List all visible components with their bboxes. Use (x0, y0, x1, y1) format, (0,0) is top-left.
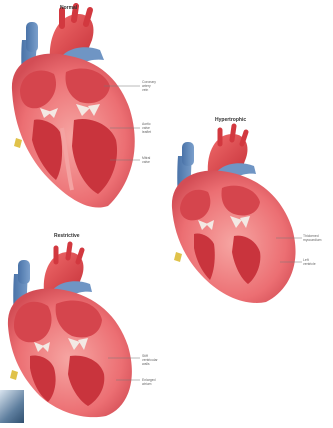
heart-restrictive (8, 244, 140, 417)
panel-title-restrictive: Restrictive (54, 233, 80, 239)
label-coronary-artery-vein: Coronary artery vein (142, 80, 168, 92)
label-mitral-valve: Mitral valve (142, 156, 168, 164)
label-thickened-myocardium: Thickened myocardium (303, 234, 329, 242)
heart-normal (12, 6, 140, 208)
corner-decoration (0, 390, 24, 423)
panel-title-normal: Normal (60, 5, 77, 11)
panel-title-hypertrophic: Hypertrophic (215, 117, 246, 123)
label-left-ventricle: Left ventricle (303, 258, 329, 266)
label-enlarged-atrium: Enlarged atrium (142, 378, 168, 386)
heart-hypertrophic (172, 126, 302, 303)
label-stiff-ventricular-walls: Stiff ventricular walls (142, 354, 168, 366)
label-aortic-valve-leaflet: Aortic valve leaflet (142, 122, 168, 134)
